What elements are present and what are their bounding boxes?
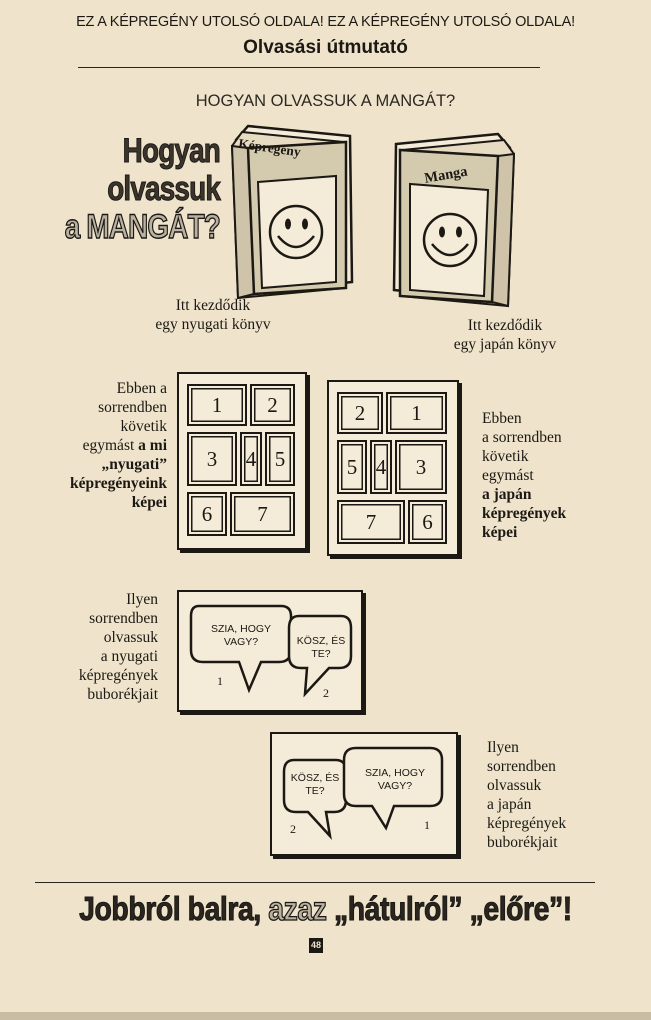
big-title-line2: olvassuk bbox=[107, 170, 221, 209]
panel-3: 3 bbox=[187, 432, 237, 486]
bottom-edge bbox=[0, 1012, 651, 1020]
japanese-bubble-number-2: 2 bbox=[290, 822, 296, 836]
panel-6: 6 bbox=[187, 492, 227, 536]
big-title-line3a: a bbox=[64, 207, 81, 246]
header-divider bbox=[78, 67, 540, 68]
section-subtitle: HOGYAN OLVASSUK A MANGÁT? bbox=[195, 92, 456, 110]
panel-6: 6 bbox=[408, 500, 447, 544]
western-bubble-number-1: 1 bbox=[217, 674, 223, 688]
western-bubble-2: KÖSZ, ÉS TE? bbox=[296, 635, 346, 660]
japanese-bubble-1: KÖSZ, ÉS TE? bbox=[290, 772, 340, 797]
panel-5: 5 bbox=[265, 432, 295, 486]
western-bubble-text: Ilyen sorrendben olvassuk a nyugati képr… bbox=[78, 591, 158, 703]
panel-2: 2 bbox=[337, 392, 383, 434]
footer-divider bbox=[35, 882, 595, 883]
western-panel-grid: 1 2 3 4 5 6 7 bbox=[177, 372, 307, 550]
japanese-panel-order-text: Ebben a sorrendben követik egymást a jap… bbox=[482, 410, 567, 541]
panel-3: 3 bbox=[395, 440, 447, 494]
panel-1: 1 bbox=[187, 384, 247, 426]
western-book-caption: Itt kezdődik egy nyugati könyv bbox=[155, 297, 271, 333]
guide-title: Olvasási útmutató bbox=[243, 37, 408, 58]
western-panel-order-text: Ebben a sorrendben követik egymást a mi … bbox=[69, 380, 167, 511]
panel-7: 7 bbox=[230, 492, 295, 536]
western-bubble-1: SZIA, HOGY VAGY? bbox=[210, 623, 272, 648]
page-number: 48 bbox=[309, 938, 323, 953]
big-title: Hogyan olvassuk a MANGÁT? bbox=[64, 132, 222, 247]
panel-2: 2 bbox=[250, 384, 295, 426]
western-bubble-panel: SZIA, HOGY VAGY? KÖSZ, ÉS TE? 1 2 bbox=[177, 590, 363, 712]
big-title-line1: Hogyan bbox=[122, 132, 221, 171]
japanese-panel-grid: 2 1 5 4 3 7 6 bbox=[327, 380, 459, 556]
slogan: Jobbról balra, azaz „hátulról” „előre”! bbox=[79, 889, 573, 927]
panel-4: 4 bbox=[240, 432, 262, 486]
japanese-speech-bubbles bbox=[282, 746, 444, 840]
big-title-line3b: MANGÁT? bbox=[86, 207, 222, 246]
japanese-book-caption: Itt kezdődik egy japán könyv bbox=[453, 317, 557, 353]
japanese-bubble-number-1: 1 bbox=[424, 818, 430, 832]
panel-1: 1 bbox=[386, 392, 447, 434]
japanese-book-illustration bbox=[392, 132, 516, 308]
western-bubble-number-2: 2 bbox=[323, 686, 329, 700]
western-speech-bubbles bbox=[189, 604, 353, 698]
panel-4: 4 bbox=[370, 440, 392, 494]
top-banner: EZ A KÉPREGÉNY UTOLSÓ OLDALA! EZ A KÉPRE… bbox=[76, 14, 575, 30]
panel-5: 5 bbox=[337, 440, 367, 494]
panel-7: 7 bbox=[337, 500, 405, 544]
japanese-bubble-panel: KÖSZ, ÉS TE? SZIA, HOGY VAGY? 2 1 bbox=[270, 732, 458, 856]
japanese-bubble-text: Ilyen sorrendben olvassuk a japán képreg… bbox=[487, 739, 567, 851]
japanese-bubble-2: SZIA, HOGY VAGY? bbox=[364, 767, 426, 792]
western-book-illustration bbox=[230, 124, 354, 300]
